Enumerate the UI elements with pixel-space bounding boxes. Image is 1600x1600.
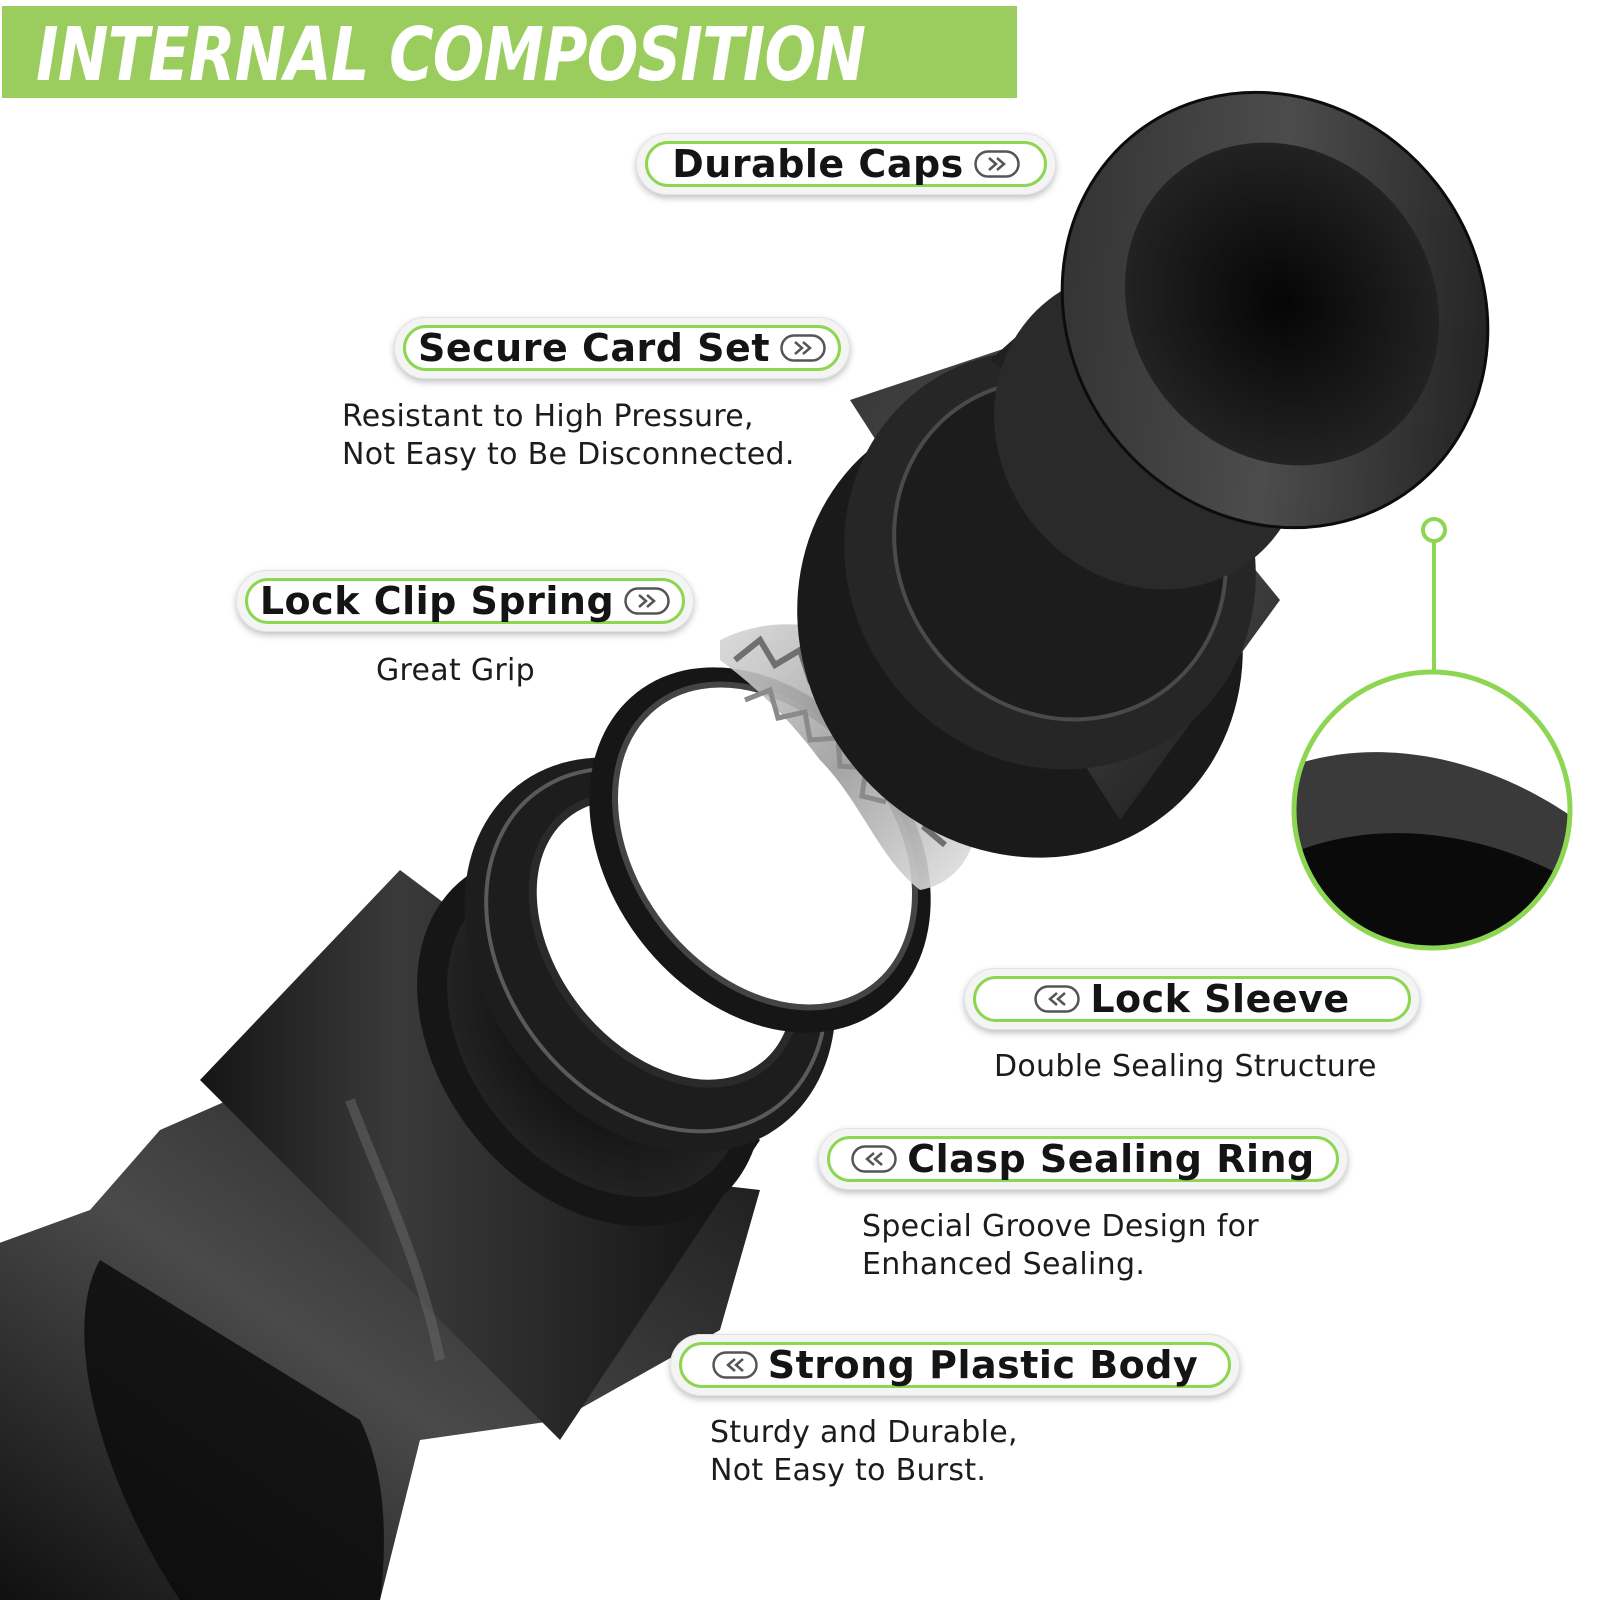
header-band: INTERNAL COMPOSITION [2,6,1017,98]
description-line: Special Groove Design for [862,1209,1259,1244]
description-line: Sturdy and Durable, [710,1415,1018,1450]
label-lock-clip-spring: Lock Clip Spring [236,570,694,632]
label-durable-caps: Durable Caps [636,133,1056,195]
label-lock-sleeve: Lock Sleeve [964,968,1420,1030]
description-lock-clip-spring: Great Grip [376,652,535,690]
label-clasp-sealing-ring: Clasp Sealing Ring [818,1128,1348,1190]
label-strong-plastic-body: Strong Plastic Body [670,1334,1240,1396]
description-lock-sleeve: Double Sealing Structure [994,1048,1377,1086]
description-strong-plastic-body: Sturdy and Durable, Not Easy to Burst. [710,1414,1018,1490]
label-text: Lock Clip Spring [259,579,615,623]
double-chevron-right-icon [624,587,670,615]
description-line: Great Grip [376,653,536,688]
double-chevron-right-icon [974,150,1020,178]
description-line: Enhanced Sealing. [862,1247,1146,1282]
label-text: Strong Plastic Body [767,1343,1199,1387]
double-chevron-left-icon [1034,985,1081,1013]
description-line: Double Sealing Structure [994,1049,1377,1084]
zoom-callout [1291,517,1573,951]
description-line: Not Easy to Burst. [710,1453,987,1488]
description-line: Resistant to High Pressure, [342,399,754,434]
label-text: Clasp Sealing Ring [907,1137,1315,1181]
double-chevron-left-icon [851,1145,898,1173]
page-title: INTERNAL COMPOSITION [36,12,866,98]
durable-cap-part [990,90,1490,590]
double-chevron-right-icon [780,334,826,362]
description-clasp-sealing-ring: Special Groove Design for Enhanced Seali… [862,1208,1259,1284]
label-text: Secure Card Set [418,326,770,370]
label-text: Lock Sleeve [1090,977,1350,1021]
description-line: Not Easy to Be Disconnected. [342,437,795,472]
description-secure-card-set: Resistant to High Pressure, Not Easy to … [342,398,795,474]
label-secure-card-set: Secure Card Set [394,317,850,379]
double-chevron-left-icon [712,1351,758,1379]
label-text: Durable Caps [672,142,964,186]
